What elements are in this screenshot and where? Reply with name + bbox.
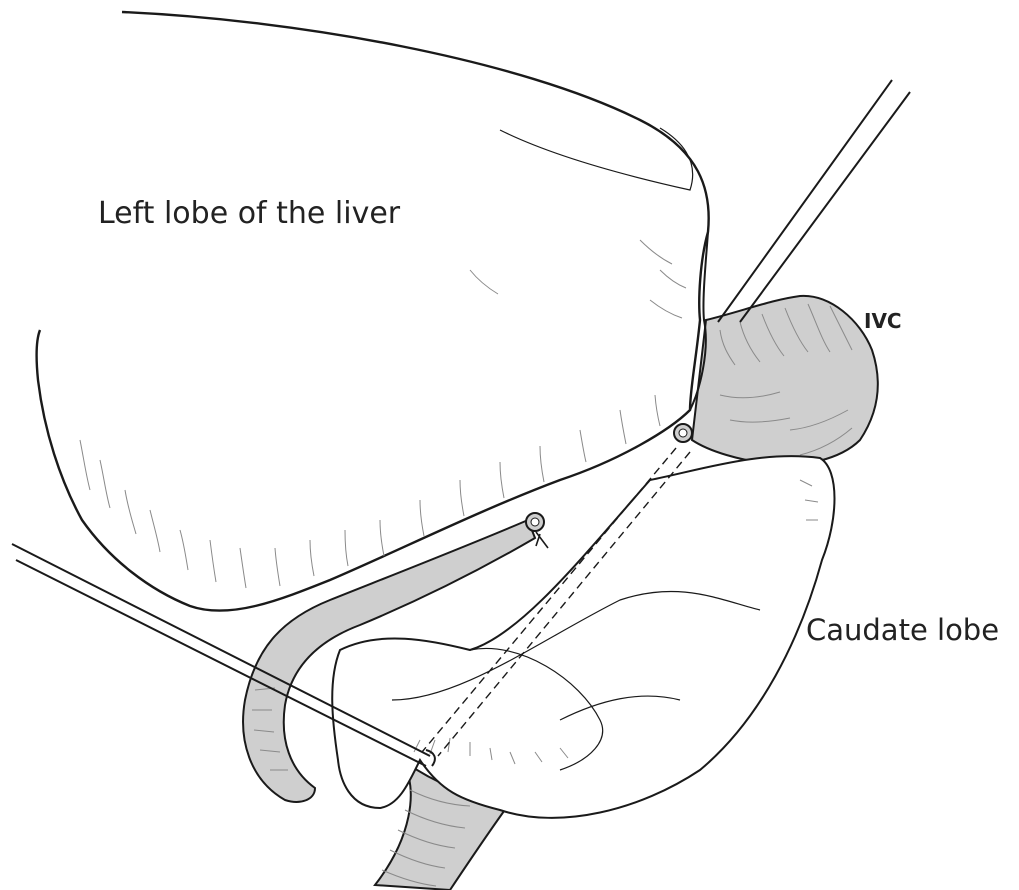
label-caudate-lobe: Caudate lobe xyxy=(806,613,999,647)
arrow-marker xyxy=(536,532,548,548)
port-upper-inner xyxy=(679,429,687,437)
catheter-tube-upper xyxy=(718,80,910,322)
left-lobe-shape xyxy=(37,12,709,611)
label-left-lobe: Left lobe of the liver xyxy=(98,196,400,231)
ivc-vessel xyxy=(692,296,878,465)
port-lower-inner xyxy=(531,518,539,526)
label-ivc: IVC xyxy=(864,309,902,333)
